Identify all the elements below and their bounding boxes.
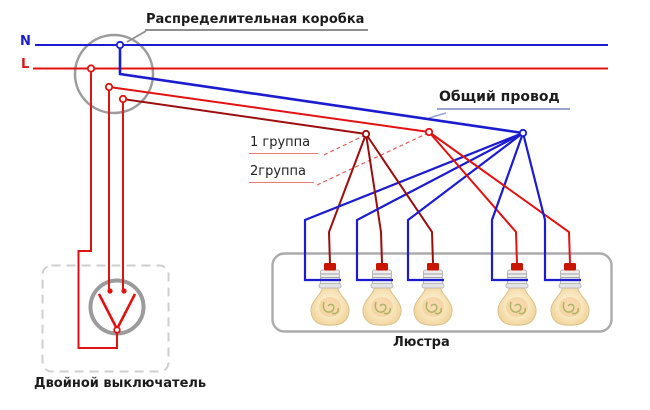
group2-callout-line (316, 133, 427, 186)
switch-contact-2 (121, 288, 127, 294)
bulb-socket-lip (505, 283, 529, 289)
group-wire-to-bulb (428, 131, 518, 265)
switch-feed-wire (77, 68, 118, 349)
switch-pivot-node (113, 326, 121, 334)
bulb-socket-ridges (424, 273, 442, 278)
common-fanout-node (518, 128, 528, 138)
bulb-socket-ridges (561, 273, 579, 278)
bulb-filament (509, 301, 526, 315)
bulb-cap (564, 263, 576, 271)
switch-contact-1 (107, 288, 113, 294)
bulb-glow (422, 297, 444, 317)
junction-box-callout-line (126, 30, 147, 43)
common-wire-to-bulb (406, 132, 524, 282)
bulb-filament (374, 301, 391, 315)
bulb-filament (562, 301, 579, 315)
fan-wires (303, 131, 581, 282)
group1-label: 1 группа (249, 135, 319, 155)
phase-junction-node (86, 64, 96, 73)
switch-circle (88, 278, 146, 336)
group1-callout-line (323, 135, 364, 156)
common-wire-to-bulb (490, 132, 528, 282)
bulb-filament (425, 301, 442, 315)
group2-trunk-wire (108, 86, 430, 133)
junction-box-circle (73, 33, 155, 115)
common-wire-callout-line (428, 112, 447, 119)
bulb-socket-ridges (373, 273, 391, 278)
group-wire-to-bulb (365, 133, 383, 265)
bulb-socket-lip (421, 283, 445, 289)
bulb-socket-lip (370, 283, 394, 289)
bulb-caps (324, 263, 576, 271)
group1-junction-node (118, 94, 128, 104)
chandelier-label: Люстра (393, 335, 450, 350)
bulb-glow (506, 297, 528, 317)
group-wire-to-bulb (365, 133, 434, 265)
group1-fanout-node (361, 129, 371, 139)
bulb-cap (376, 263, 388, 271)
common-wire-to-bulb (355, 132, 524, 282)
bulb-bodies (310, 269, 590, 326)
bulb-cap (427, 263, 439, 271)
common-wire-to-bulb (521, 132, 581, 282)
common-wire-label: Общий провод (437, 89, 570, 111)
neutral-junction-node (115, 40, 125, 50)
bulb-socket-lip (318, 283, 342, 289)
bulb-glow (371, 297, 393, 317)
common-wire (118, 45, 524, 135)
bulb-filament (322, 301, 339, 315)
bulb-cap (324, 263, 336, 271)
bulb-socket-ridges (508, 273, 526, 278)
bulb-socket-lip (558, 283, 582, 289)
group-wire-to-bulb (327, 133, 367, 265)
group1-trunk-wire (122, 98, 367, 135)
bulb-socket-ridges (321, 273, 339, 278)
bulb-glow (559, 297, 581, 317)
phase-label: L (21, 57, 30, 72)
neutral-label: N (20, 34, 31, 49)
common-wire-to-bulb (303, 131, 524, 282)
group2-fanout-node (424, 127, 434, 137)
group2-label: 2группа (249, 164, 315, 184)
junction-box-label: Распределительная коробка (145, 12, 369, 32)
bulb-cap (511, 263, 523, 271)
group2-junction-node (104, 82, 114, 92)
group-wire-to-bulb (428, 131, 571, 265)
bulb-glow (319, 297, 341, 317)
switch-label: Двойной выключатель (34, 376, 207, 391)
